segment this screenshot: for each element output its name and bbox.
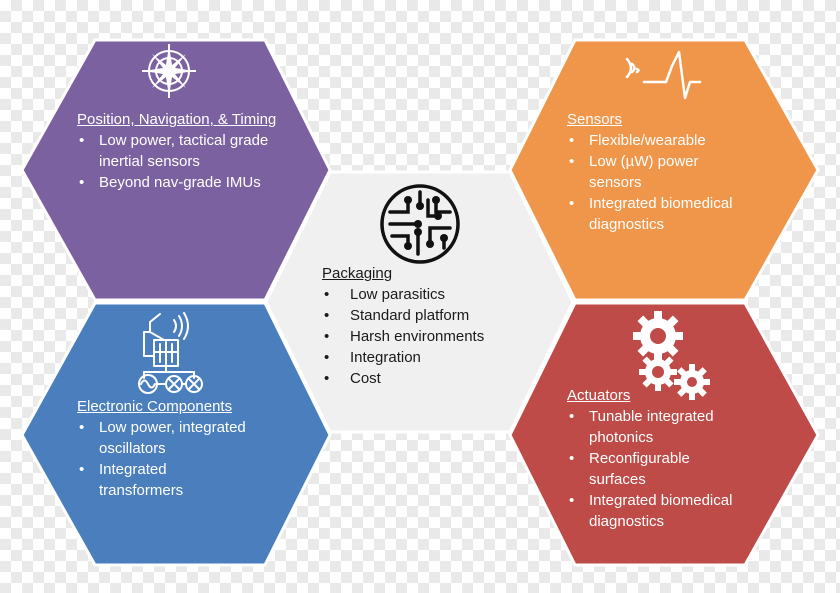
actuators-list: Tunable integrated photonics Reconfigura… [567,406,767,532]
list-item: Reconfigurable surfaces [567,448,729,490]
sensors-title: Sensors [567,111,623,128]
oscillator-circuit-icon [138,312,203,394]
list-item: Tunable integrated photonics [567,406,739,448]
list-item: Low power, integrated oscillators [77,417,277,459]
list-item: Integration [322,347,542,368]
pnt-text-block: Position, Navigation, & Timing Low power… [77,109,277,193]
sensors-text-block: Sensors Flexible/wearable Low (µW) power… [567,109,777,235]
compass-rose-icon [142,44,196,98]
electronic-list: Low power, integrated oscillators Integr… [77,417,277,501]
electronic-text-block: Electronic Components Low power, integra… [77,396,277,501]
actuators-text-block: Actuators Tunable integrated photonics R… [567,385,767,532]
list-item: Harsh environments [322,326,542,347]
packaging-list: Low parasitics Standard platform Harsh e… [322,284,542,389]
list-item: Integrated biomedical diagnostics [567,490,789,532]
packaging-title: Packaging [322,265,393,282]
pnt-list: Low power, tactical grade inertial senso… [77,130,277,193]
list-item: Low (µW) power sensors [567,151,729,193]
list-item: Flexible/wearable [567,130,777,151]
sensors-list: Flexible/wearable Low (µW) power sensors… [567,130,777,235]
list-item: Cost [322,368,542,389]
packaging-text-block: Packaging Low parasitics Standard platfo… [322,263,542,389]
pnt-title: Position, Navigation, & Timing [77,111,277,128]
electronic-title: Electronic Components [77,398,233,415]
list-item: Integrated transformers [77,459,229,501]
actuators-title: Actuators [567,387,631,404]
list-item: Standard platform [322,305,542,326]
list-item: Integrated biomedical diagnostics [567,193,789,235]
list-item: Low parasitics [322,284,542,305]
circuit-board-icon [380,184,460,264]
list-item: Low power, tactical grade inertial senso… [77,130,277,172]
gears-icon [633,311,710,400]
list-item: Beyond nav-grade IMUs [77,172,277,193]
signal-pulse-icon [625,50,702,100]
